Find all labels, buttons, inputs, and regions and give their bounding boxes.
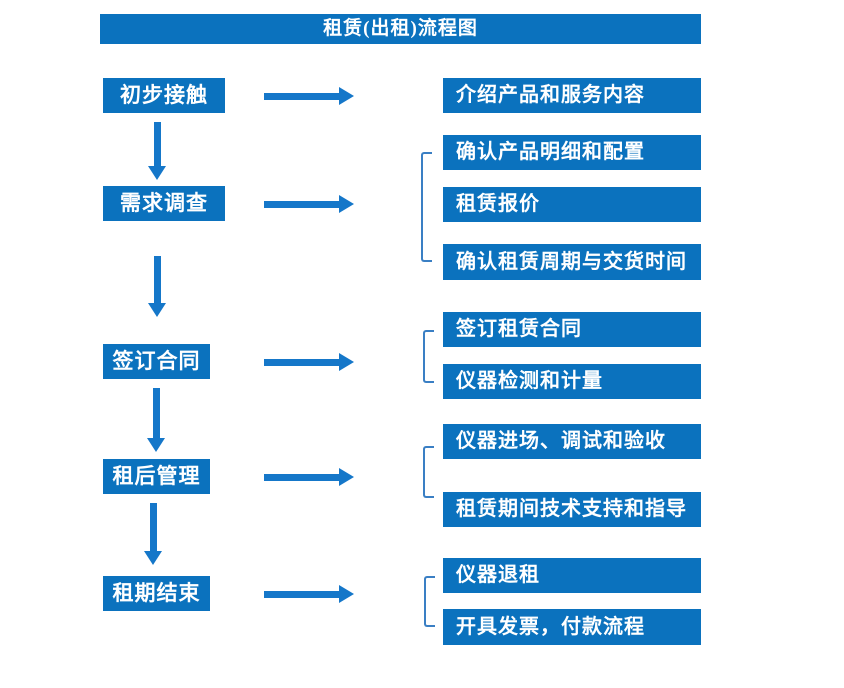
right-arrow-3 <box>264 353 354 371</box>
down-arrow-head <box>144 551 162 565</box>
down-arrow-head <box>148 166 166 180</box>
output-box-instrument-entry: 仪器进场、调试和验收 <box>443 424 701 459</box>
down-arrow-head <box>148 303 166 317</box>
down-arrow-4 <box>144 503 162 565</box>
down-arrow-2 <box>148 256 166 317</box>
right-arrow-shaft <box>264 93 340 100</box>
right-arrow-head <box>339 468 354 486</box>
right-arrow-shaft <box>264 474 340 481</box>
step-box-lease-end: 租期结束 <box>103 576 210 611</box>
output-box-tech-support: 租赁期间技术支持和指导 <box>443 492 701 527</box>
step-box-post-rental: 租后管理 <box>103 459 210 494</box>
bracket-group-4 <box>423 446 434 498</box>
bracket-group-3 <box>423 330 434 383</box>
right-arrow-shaft <box>264 359 340 366</box>
output-box-sign-lease: 签订租赁合同 <box>443 312 701 347</box>
right-arrow-shaft <box>264 201 340 208</box>
output-box-return-rental: 仪器退租 <box>443 558 701 593</box>
output-box-confirm-details: 确认产品明细和配置 <box>443 135 701 170</box>
right-arrow-5 <box>264 585 354 603</box>
output-box-instrument-test: 仪器检测和计量 <box>443 364 701 399</box>
output-box-confirm-period: 确认租赁周期与交货时间 <box>443 244 701 280</box>
down-arrow-shaft <box>154 256 161 304</box>
flowchart-title: 租赁(出租)流程图 <box>100 14 701 44</box>
right-arrow-2 <box>264 195 354 213</box>
output-box-intro-products: 介绍产品和服务内容 <box>443 78 701 113</box>
down-arrow-shaft <box>153 388 160 439</box>
step-box-demand-survey: 需求调查 <box>103 186 225 221</box>
right-arrow-head <box>339 353 354 371</box>
right-arrow-4 <box>264 468 354 486</box>
step-box-initial-contact: 初步接触 <box>103 78 225 113</box>
bracket-group-5 <box>424 576 435 627</box>
down-arrow-shaft <box>150 503 157 552</box>
bracket-group-2 <box>421 152 432 262</box>
down-arrow-1 <box>148 122 166 180</box>
output-box-invoice-payment: 开具发票，付款流程 <box>443 609 701 645</box>
right-arrow-head <box>339 585 354 603</box>
output-box-rental-quote: 租赁报价 <box>443 187 701 222</box>
right-arrow-1 <box>264 87 354 105</box>
down-arrow-shaft <box>154 122 161 167</box>
down-arrow-head <box>147 438 165 452</box>
right-arrow-shaft <box>264 591 340 598</box>
right-arrow-head <box>339 195 354 213</box>
down-arrow-3 <box>147 388 165 452</box>
step-box-sign-contract: 签订合同 <box>103 344 210 379</box>
right-arrow-head <box>339 87 354 105</box>
